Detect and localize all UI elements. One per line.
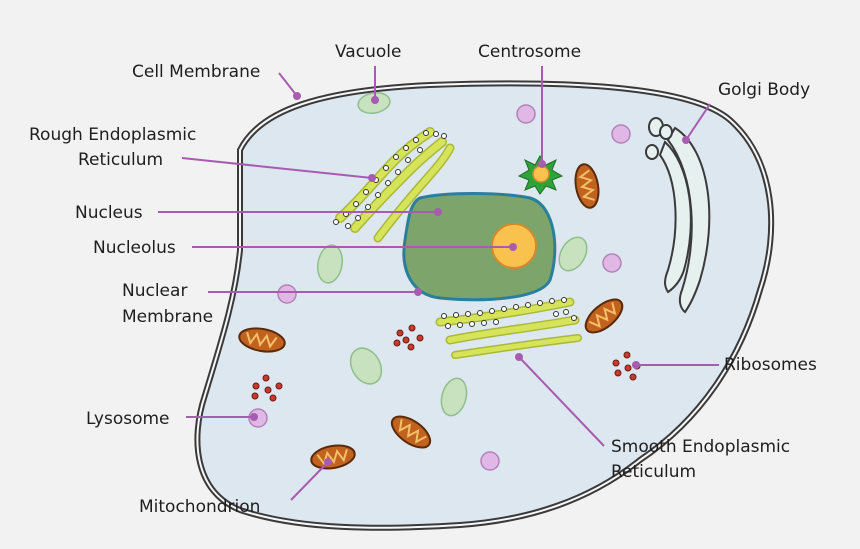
centrosome-shape: [517, 155, 564, 195]
label-smooth-er-line2: Reticulum: [611, 462, 696, 482]
ribosome-clusters: [251, 324, 641, 402]
label-nucleolus: Nucleolus: [93, 238, 176, 258]
label-rough-er-line1: Rough Endoplasmic: [29, 125, 196, 145]
label-nucleus: Nucleus: [75, 203, 143, 223]
label-ribosomes: Ribosomes: [724, 355, 817, 375]
label-rough-er-line2: Reticulum: [78, 150, 163, 170]
cell-membrane-inner: [196, 82, 773, 529]
label-centrosome: Centrosome: [478, 42, 581, 62]
lysosomes: [248, 104, 631, 471]
vacuoles: [316, 92, 588, 417]
label-golgi-body: Golgi Body: [718, 80, 810, 100]
rough-er-shape: [333, 127, 455, 243]
label-smooth-er-line1: Smooth Endoplasmic: [611, 437, 790, 457]
label-mitochondrion: Mitochondrion: [139, 497, 260, 517]
smooth-er-shape: [435, 297, 582, 359]
label-vacuole: Vacuole: [335, 42, 401, 62]
label-cell-membrane: Cell Membrane: [132, 62, 260, 82]
label-nuclear-membrane-line2: Membrane: [122, 307, 213, 327]
label-lysosome: Lysosome: [86, 409, 170, 429]
label-nuclear-membrane-line1: Nuclear: [122, 281, 187, 301]
mitochondria: [238, 163, 624, 470]
leader-lines: [158, 66, 719, 501]
golgi-body-shape: [645, 117, 711, 314]
